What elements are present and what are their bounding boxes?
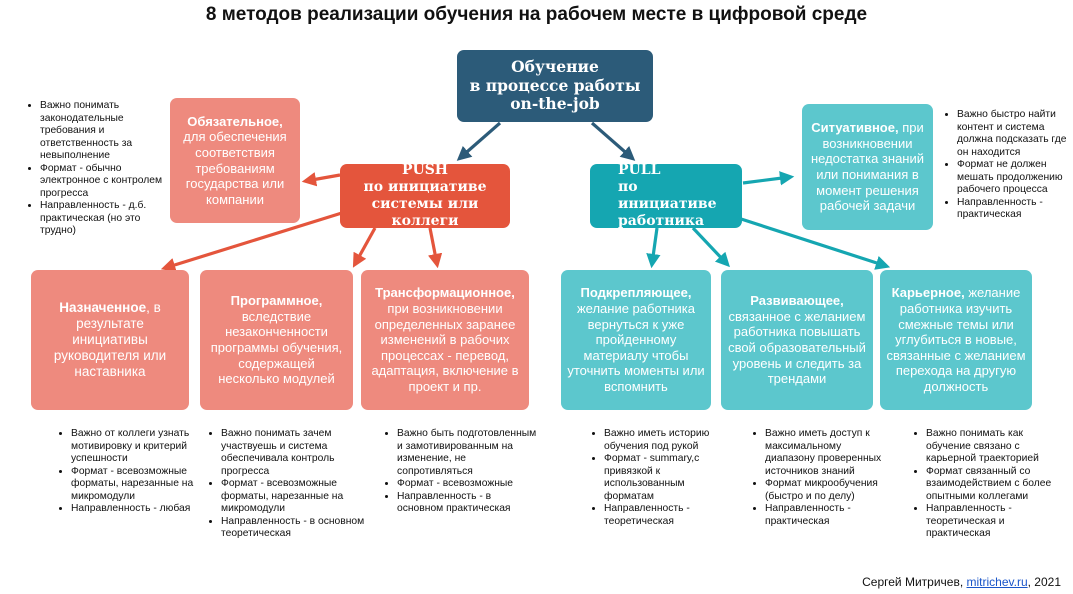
list-item: Формат - обычно электронное с контролем …	[40, 163, 170, 201]
list-item: Важно понимать зачем участвуешь и систем…	[221, 428, 371, 478]
main-box-line-1: Обучение	[511, 57, 599, 77]
situational-text: при возникновении недостатка знаний или …	[810, 120, 925, 214]
method-name: Карьерное,	[891, 285, 965, 301]
mandatory-box: Обязательное, для обеспечения соответств…	[170, 98, 300, 223]
method-box-transform: Трансформационное, при возникновении опр…	[361, 270, 529, 410]
method-box-developing: Развивающее, связанное с желанием работн…	[721, 270, 873, 410]
main-box-line-3: on-the-job	[510, 94, 600, 114]
method-name: Назначенное	[59, 299, 147, 315]
arrow-pull-to-situational	[742, 171, 795, 186]
list-item: Важно иметь доступ к максимальному диапа…	[765, 428, 887, 478]
list-item: Направленность - практическая	[765, 503, 887, 528]
method-box-program: Программное, вследствие незаконченности …	[200, 270, 353, 410]
main-box: Обучение в процессе работы on-the-job	[457, 50, 653, 122]
method-text: , в результате инициативы руководителя и…	[53, 299, 167, 380]
arrow-push-to-program	[352, 227, 377, 268]
arrow-pull-to-developing	[691, 226, 730, 268]
list-item: Направленность - практическая	[957, 197, 1073, 222]
method-text: вследствие незаконченности программы обу…	[210, 308, 343, 387]
list-item: Формат связанный со взаимодействием с бо…	[926, 466, 1056, 504]
arrow-main-to-pull	[590, 121, 636, 161]
list-item: Формат - всевозможные форматы, нарезанны…	[221, 478, 371, 516]
list-item: Направленность - теоретическая и практич…	[926, 503, 1056, 541]
list-item: Важно быстро найти контент и система дол…	[957, 109, 1073, 159]
method-text: связанное с желанием работника повышать …	[728, 308, 866, 387]
method-name: Программное,	[230, 293, 323, 309]
main-box-line-2: в процессе работы	[469, 75, 641, 95]
mandatory-text: для обеспечения соответствия требованиям…	[183, 129, 287, 207]
mandatory-name: Обязательное,	[187, 113, 283, 129]
author-name: Сергей Митричев,	[862, 575, 967, 589]
list-item: Важно иметь историю обучения под рукой	[604, 428, 720, 453]
method-name: Подкрепляющее,	[580, 285, 692, 301]
list-item: Важно понимать законодательные требовани…	[40, 100, 170, 163]
push-box-head: PUSH	[401, 162, 449, 179]
list-item: Направленность - любая	[71, 503, 206, 516]
pull-box-head: PULL	[618, 162, 661, 179]
list-item: Направленность - в основном теоретическа…	[221, 516, 371, 541]
method-name: Трансформационное,	[375, 285, 515, 301]
method-box-reinforcing: Подкрепляющее, желание работника вернуть…	[561, 270, 711, 410]
mandatory-bullets: Важно понимать законодательные требовани…	[24, 100, 170, 238]
list-item: Формат - всевозможные форматы, нарезанны…	[71, 466, 206, 504]
list-item: Формат не должен мешать продолжению рабо…	[957, 159, 1073, 197]
method-box-assigned: Назначенное, в результате инициативы рук…	[31, 270, 189, 410]
method-bullets-reinforcing: Важно иметь историю обучения под рукой Ф…	[588, 428, 720, 528]
method-text: желание работника изучить смежные темы и…	[886, 285, 1026, 394]
situational-name: Ситуативное,	[811, 120, 899, 136]
arrow-pull-to-reinforcing	[646, 227, 661, 269]
method-name: Развивающее,	[750, 293, 844, 309]
author-year: , 2021	[1027, 575, 1061, 589]
page-title: 8 методов реализации обучения на рабочем…	[205, 4, 868, 25]
situational-box: Ситуативное, при возникновении недостатк…	[802, 104, 933, 230]
list-item: Направленность - д.б. практическая (но э…	[40, 200, 170, 238]
arrow-push-to-assigned	[160, 210, 346, 272]
author-credit: Сергей Митричев, mitrichev.ru, 2021	[862, 575, 1061, 589]
pull-box-text: по инициативе работника	[618, 179, 717, 229]
arrow-pull-to-career	[737, 216, 891, 270]
list-item: Формат - summary,с привязкой к использов…	[604, 453, 720, 503]
list-item: Важно от коллеги узнать мотивировку и кр…	[71, 428, 206, 466]
list-item: Направленность - в основном практическая	[397, 491, 537, 516]
list-item: Важно быть подготовленным и замотивирова…	[397, 428, 537, 478]
method-bullets-transform: Важно быть подготовленным и замотивирова…	[381, 428, 537, 516]
arrow-main-to-push	[456, 121, 502, 161]
method-bullets-developing: Важно иметь доступ к максимальному диапа…	[749, 428, 887, 528]
method-bullets-assigned: Важно от коллеги узнать мотивировку и кр…	[55, 428, 206, 516]
author-site-link[interactable]: mitrichev.ru	[966, 575, 1028, 589]
list-item: Формат - всевозможные	[397, 478, 537, 491]
method-bullets-career: Важно понимать как обучение связано с ка…	[910, 428, 1056, 541]
arrow-push-to-transform	[428, 227, 443, 269]
push-box-text: по инициативе системы или коллеги	[363, 179, 487, 229]
pull-box: PULL по инициативе работника	[590, 162, 742, 229]
method-text: желание работника вернуться к уже пройде…	[567, 301, 705, 394]
list-item: Формат микрообучения (быстро и по делу)	[765, 478, 887, 503]
situational-bullets: Важно быстро найти контент и система дол…	[941, 109, 1073, 222]
push-box: PUSH по инициативе системы или коллеги	[340, 162, 510, 229]
method-text: при возникновении определенных заранее и…	[371, 301, 519, 394]
arrow-push-to-mandatory	[301, 172, 341, 187]
method-bullets-program: Важно понимать зачем участвуешь и систем…	[205, 428, 371, 541]
method-box-career: Карьерное, желание работника изучить сме…	[880, 270, 1032, 410]
list-item: Направленность - теоретическая	[604, 503, 720, 528]
list-item: Важно понимать как обучение связано с ка…	[926, 428, 1056, 466]
